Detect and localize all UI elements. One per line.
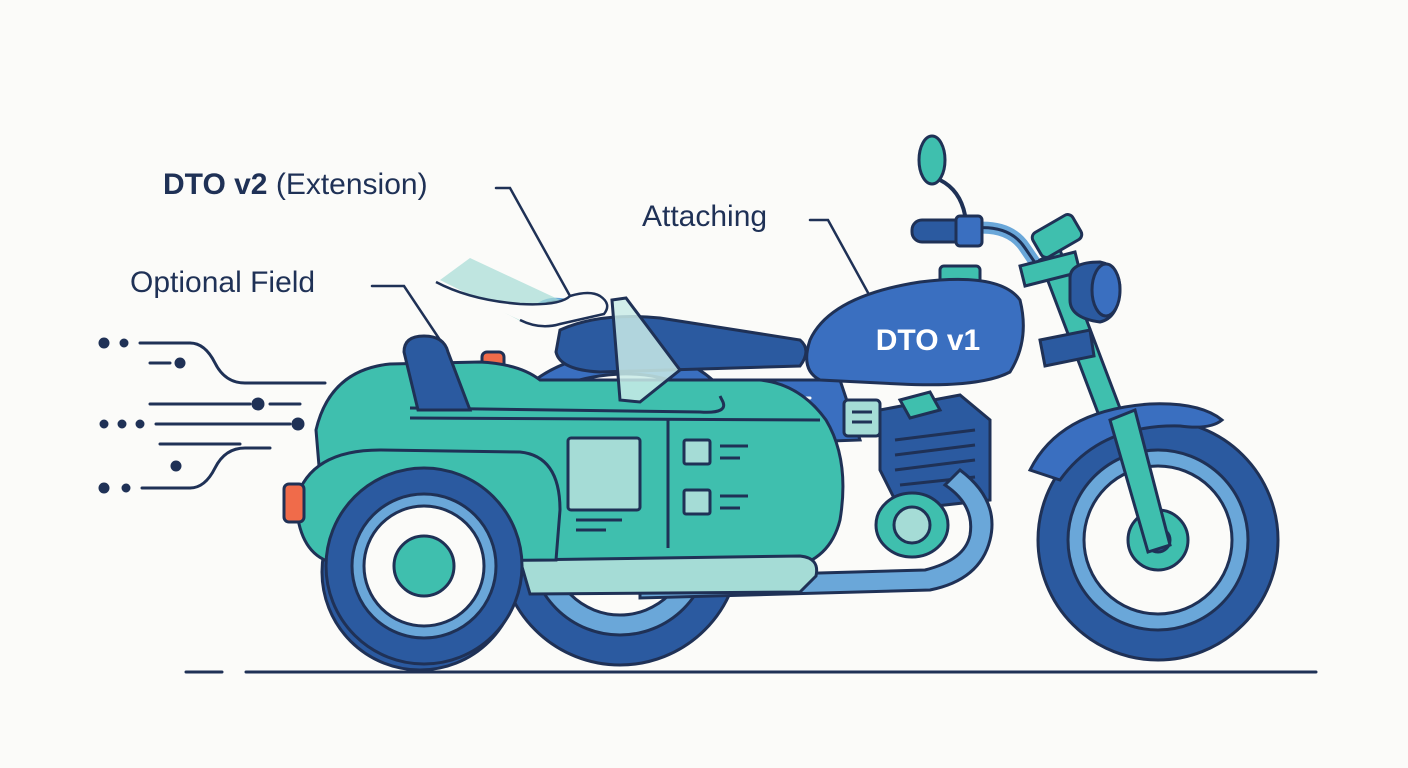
tank-label: DTO v1: [876, 324, 981, 357]
sidecar-trim: [518, 554, 819, 596]
optional-field-label: Optional Field: [130, 266, 316, 299]
cursor-hand-icon: [435, 258, 609, 328]
dto-v2-extension-label: DTO v2 (Extension): [163, 168, 428, 202]
dto-v2-bold-text: DTO v2: [163, 168, 268, 201]
field-icons: [682, 438, 748, 516]
mirror-icon: [917, 134, 947, 186]
attaching-label: Attaching: [642, 200, 768, 233]
sidecar-windshield: [610, 296, 683, 404]
handlebar: [910, 178, 1046, 276]
sidecar-rear-light: [282, 482, 306, 524]
sidecar-rail: [409, 395, 726, 414]
sidecar-icon: [282, 296, 845, 672]
headlight-icon: [1030, 213, 1122, 324]
sidecar-seat: [402, 334, 473, 412]
fuel-tank: DTO v1: [805, 264, 1025, 387]
leader-lines: [370, 186, 874, 348]
speed-lines-icon: [98, 337, 327, 494]
sidecar-wheel: [324, 466, 524, 666]
document-icon: [842, 398, 882, 438]
motorcycle-seat: [554, 315, 808, 374]
front-fork-lower: [1108, 407, 1172, 554]
sidecar-window: [566, 436, 642, 512]
dto-v2-extension-text: (Extension): [275, 168, 428, 201]
